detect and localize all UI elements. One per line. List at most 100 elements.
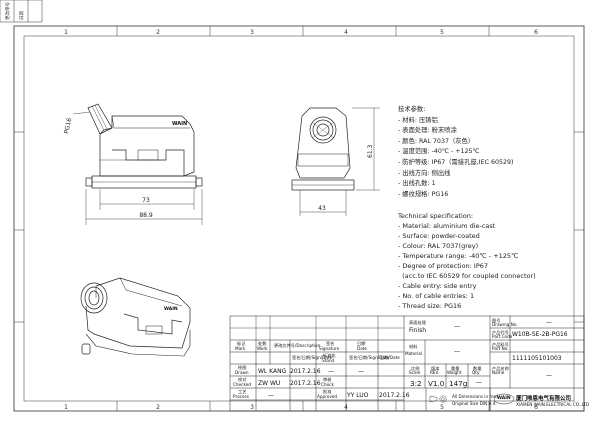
row-checked-std-en: Check	[321, 382, 334, 387]
spec-en-line: - Cable entry: side entry	[398, 282, 477, 290]
spec-en-line: - Colour: RAL 7037(grey)	[398, 242, 479, 250]
hdr-mark-cn: 标记	[237, 341, 246, 346]
hdr-desc-en: Description	[296, 343, 321, 348]
name-value: —	[546, 372, 552, 379]
hdr-date-en: Date	[357, 346, 368, 351]
zone-bottom-5: 5	[440, 404, 444, 411]
rev-label-cn: 版本	[431, 366, 440, 371]
row-drawn-date: 2017.2.16	[290, 368, 321, 375]
hdr-count-cn: 处数	[258, 341, 267, 346]
row-checked-cn: 校对	[238, 377, 247, 382]
qty-value: —	[476, 379, 482, 386]
hdr-sign-en: Signature	[319, 346, 340, 351]
zone-bottom-6: 6	[534, 404, 538, 411]
inner-frame	[23, 35, 575, 402]
row-drawn-extra: —	[358, 368, 364, 375]
company-name-cn: 厦门唯恩电气有限公司	[516, 396, 572, 402]
zone-bottom-1: 1	[64, 404, 68, 411]
row-process-appr-name: YY LUO	[347, 392, 369, 399]
zone-top-3: 3	[250, 29, 254, 36]
projection-symbol	[429, 395, 447, 403]
scale-label-cn: 比例	[411, 366, 420, 371]
drawing-no-label-en: Drawing No.	[492, 322, 518, 327]
outer-frame	[13, 25, 585, 412]
title-block	[229, 315, 585, 412]
row-checked-std-cn: 审核	[323, 377, 332, 382]
name-label-en: Name	[492, 370, 505, 375]
front-view	[85, 103, 203, 189]
hdr-date2: 日期/Date	[380, 355, 400, 360]
zone-top-5: 5	[440, 29, 444, 36]
spec-en-line: - Surface: powder-coated	[398, 232, 480, 240]
part-no-value: 1111105101003	[512, 355, 562, 362]
material-value: —	[454, 348, 460, 355]
side-view	[291, 107, 355, 191]
finish-label-en: Finish	[409, 327, 427, 334]
front-dimensions	[85, 189, 203, 225]
spec-en-line: (acc.to IEC 60529 for coupled connector)	[398, 272, 536, 280]
zone-bottom-2: 2	[156, 404, 160, 411]
spec-en-title: Technical specification:	[398, 212, 474, 220]
zone-bottom-3: 3	[250, 404, 254, 411]
company-logo-oval	[493, 393, 515, 405]
row-process-cn: 工艺	[238, 389, 247, 394]
zone-top-6: 6	[534, 29, 538, 36]
finish-value: —	[454, 323, 460, 330]
revision-label-date: 日期	[19, 11, 25, 20]
finish-label-cn: 表面处理	[409, 320, 426, 325]
dim-note-size: Original Size DIN A 4	[452, 401, 496, 406]
hdr-date-cn: 日期	[357, 341, 366, 346]
spec-cn-line: - 表面处理: 粉末喷涂	[398, 127, 457, 135]
spec-en-line: - Temperature range: -40℃ - +125℃	[398, 252, 519, 260]
zone-top-2: 2	[156, 29, 160, 36]
hdr-sign2-en: Sign/Date	[311, 355, 333, 360]
company-name-en: XIAMEN WAIN ELECTRICAL CO.,LTD	[516, 402, 590, 407]
row-process-en: Process	[233, 394, 249, 399]
row-drawn-en: Drawn	[235, 370, 249, 375]
zone-top-4: 4	[344, 29, 348, 36]
row-drawn-cn: 绘图	[238, 365, 247, 370]
dim-note-mm: All Dimensions in mm	[452, 394, 498, 399]
hdr-std-cn: 标准化	[323, 353, 336, 358]
weight-label-cn: 重量	[451, 366, 460, 371]
hdr-count-en: Work	[257, 346, 268, 351]
hdr-sign2: 签名/日期/Sign/Date	[292, 355, 333, 360]
qty-label-en: Qty.	[472, 370, 481, 375]
name-label-cn: 产品名称	[492, 366, 509, 371]
part-code-label-en: Part Code	[492, 334, 513, 339]
spec-cn-line: - 温度范围: -40℃ - +125℃	[398, 148, 480, 156]
spec-en-line: - Material: aluminium die-cast	[398, 222, 496, 230]
drawing-no-value: —	[546, 319, 552, 326]
spec-en-line: - No. of cable entries: 1	[398, 292, 475, 300]
company-logo-text: WAIN	[497, 396, 511, 401]
material-label-cn: 材料	[409, 344, 418, 349]
front-brand-label: WAIN	[172, 121, 187, 127]
revision-strip	[0, 0, 43, 23]
material-label-en: Material	[405, 351, 423, 356]
part-code-value: W10B-SE-2B-PG16	[512, 331, 568, 338]
row-drawn-name: WL KANG	[258, 368, 287, 375]
revision-label-no: 更改单号	[4, 2, 11, 20]
front-dim-inner: 73	[142, 197, 150, 204]
zone-ticks	[14, 26, 584, 411]
revision-grid	[230, 316, 404, 340]
iso-brand-label: WAIN	[164, 306, 178, 312]
spec-cn-line: - 出线孔数: 1	[398, 180, 436, 188]
spec-cn-line: - 颜色: RAL 7037（灰色）	[398, 137, 475, 145]
spec-cn-line: - 材料: 压铸铝	[398, 116, 438, 124]
side-dim-height: 61.3	[367, 144, 374, 158]
spec-en-line: - Degree of protection: IP67	[398, 262, 489, 270]
isometric-view	[80, 277, 191, 357]
part-no-label-cn: 产品料号	[492, 342, 509, 347]
spec-cn-line: - 出线方向: 侧出线	[398, 169, 451, 177]
part-code-label-cn: 产品代号	[492, 330, 509, 335]
side-dimensions	[299, 107, 380, 216]
spec-en-line: - Thread size: PG16	[398, 302, 462, 310]
thread-callout	[72, 111, 91, 115]
weight-value: 147g	[449, 379, 468, 388]
thread-label: PG16	[63, 117, 73, 134]
rev-value: V1.0	[428, 379, 445, 388]
scale-value: 3:2	[410, 379, 422, 388]
spec-cn-line: - 螺纹规格: PG16	[398, 190, 449, 198]
